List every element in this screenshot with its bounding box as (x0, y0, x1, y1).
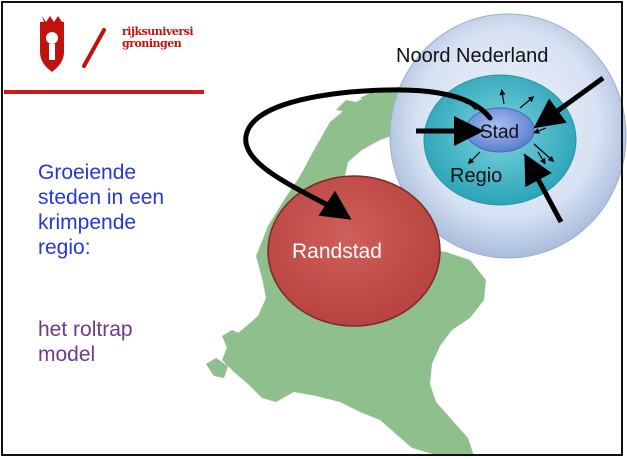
slide-subtitle: het roltrap model (38, 317, 238, 367)
randstad-label: Randstad (292, 240, 382, 263)
subtitle-line: het roltrap (38, 318, 133, 341)
migration-arrow (243, 87, 493, 220)
noord-nederland-label: Noord Nederland (396, 45, 548, 67)
subtitle-line: model (38, 343, 96, 366)
logo-text-line2: groningen (122, 37, 182, 50)
title-line: steden in een (38, 186, 165, 209)
logo-divider (4, 90, 204, 94)
coat-of-arms-icon (40, 16, 106, 72)
logo: rijksuniversi groningen (4, 4, 204, 90)
title-line: regio: (38, 236, 91, 259)
stad-label: Stad (480, 122, 519, 143)
slide-title: Groeiende steden in een krimpende regio: (38, 160, 238, 260)
title-line: krimpende (38, 211, 137, 234)
local-arrows (463, 89, 555, 167)
inflow-arrow-north (533, 75, 605, 129)
randstad-circle (267, 175, 441, 327)
title-line: Groeiende (38, 161, 137, 184)
inflow-arrow-south (524, 153, 564, 224)
university-name: rijksuniversi groningen (122, 26, 208, 50)
regio-label: Regio (450, 165, 502, 187)
logo-text-line1: rijksuniversi (122, 25, 194, 38)
